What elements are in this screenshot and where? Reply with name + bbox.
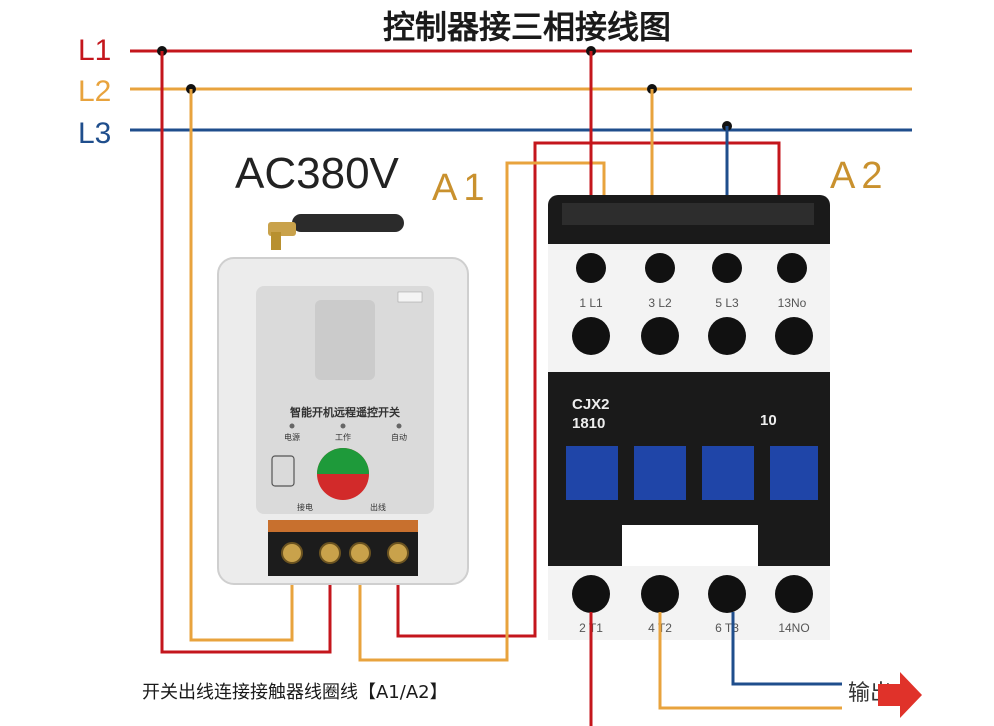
phone-icon (271, 455, 295, 487)
controller-feed-l2 (189, 89, 294, 642)
output-wire-t2 (658, 612, 842, 710)
contactor: 1 L1 3 L2 5 L3 13No CJX2 1810 10 2 T1 4 … (548, 195, 830, 640)
coil-label-a2: A2 (830, 155, 888, 197)
contactor-screw (641, 575, 679, 613)
line-label-l3: L3 (78, 117, 111, 150)
terminal-screw (387, 542, 409, 564)
coil-wire-a1 (358, 161, 606, 662)
contactor-screw (576, 253, 606, 283)
phase-window (770, 446, 818, 500)
indicator-label-power: 电源 (284, 432, 300, 442)
line-label-l1: L1 (78, 34, 111, 67)
terminal-screw (319, 542, 341, 564)
remote-controller: 智能开机远程遥控开关 电源 工作 自动 接电 出线 (217, 214, 469, 585)
output-arrow-icon (878, 672, 922, 718)
coil-label-a1: A1 (432, 167, 490, 209)
terminal-label-top: 1 L1 (579, 296, 603, 310)
contactor-screw (775, 575, 813, 613)
phase-window (702, 446, 754, 500)
caption: 开关出线连接接触器线圈线【A1/A2】 (142, 682, 448, 703)
contactor-screw (572, 317, 610, 355)
contactor-rating: 1810 (572, 415, 605, 432)
terminal-label-bottom: 6 T3 (715, 621, 739, 635)
contactor-screw (572, 575, 610, 613)
contactor-model: CJX2 (572, 396, 610, 413)
output-wire-t3 (731, 612, 842, 686)
terminal-screw (349, 542, 371, 564)
contactor-screw (645, 253, 675, 283)
coil-wire-a2 (396, 141, 781, 638)
voltage-label: AC380V (235, 149, 400, 198)
input-label: 接电 (297, 502, 313, 512)
terminal-label-top: 13No (778, 296, 807, 310)
controller-feed-l1 (160, 51, 332, 654)
page-title: 控制器接三相接线图 (383, 8, 671, 46)
contactor-screw (641, 317, 679, 355)
contactor-screw (775, 317, 813, 355)
contactor-screw (708, 575, 746, 613)
contactor-screw (712, 253, 742, 283)
controller-panel-title: 智能开机远程遥控开关 (290, 405, 400, 419)
antenna-icon (292, 214, 404, 232)
contactor-screw (708, 317, 746, 355)
terminal-label-top: 3 L2 (648, 296, 672, 310)
contactor-aux-label: 10 (760, 412, 777, 429)
output-terminal-label: 出线 (370, 502, 386, 512)
controller-panel (256, 286, 434, 514)
terminal-label-bottom: 14NO (778, 621, 809, 635)
line-label-l2: L2 (78, 75, 111, 108)
terminal-label-top: 5 L3 (715, 296, 739, 310)
phase-window (634, 446, 686, 500)
contactor-nameplate (622, 525, 758, 569)
phase-window (566, 446, 618, 500)
indicator-label-work: 工作 (335, 432, 351, 442)
contactor-screw (777, 253, 807, 283)
indicator-label-auto: 自动 (391, 432, 407, 442)
terminal-screw (281, 542, 303, 564)
